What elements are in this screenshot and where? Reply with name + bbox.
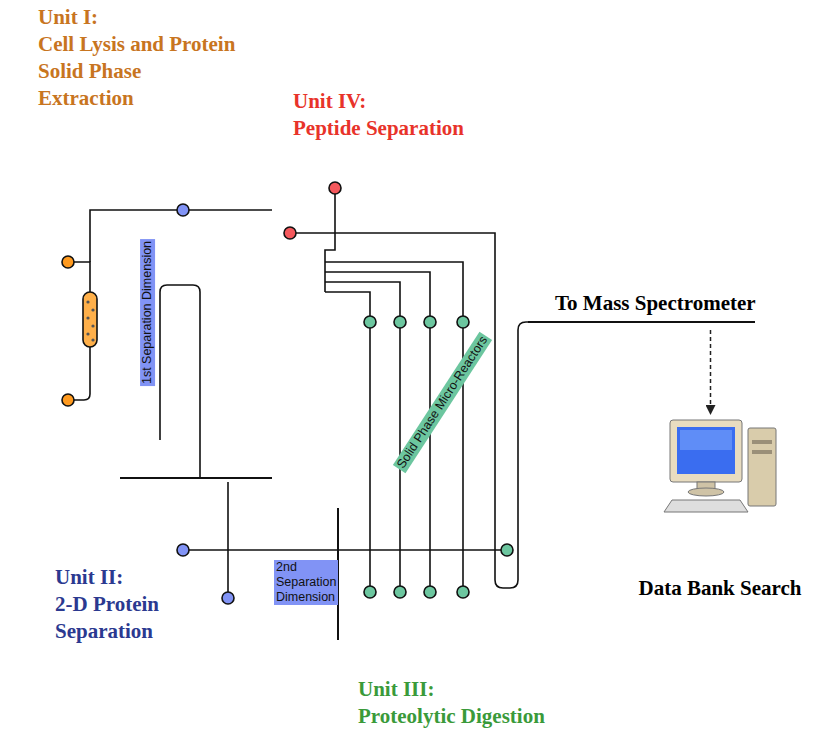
channel xyxy=(325,262,463,316)
port xyxy=(501,544,513,556)
output-connector xyxy=(528,322,755,414)
unit-region: Unit IV:Peptide Separation xyxy=(280,150,528,255)
port xyxy=(177,204,189,216)
channel xyxy=(120,477,272,479)
unit-title: Data Bank Search xyxy=(625,575,815,602)
region-fill xyxy=(352,255,528,648)
unit-title: Unit IV: xyxy=(293,88,493,115)
rotated-label: Solid Phase Micro-Reactors xyxy=(392,331,491,472)
edge-label: To Mass Spectrometer xyxy=(553,291,758,316)
outlet-channel xyxy=(296,233,528,588)
unit-title: Unit II: xyxy=(55,564,205,591)
node-text: Proteolytic Digestion xyxy=(358,703,598,730)
port xyxy=(177,544,189,556)
port xyxy=(62,394,74,406)
unit-title: Unit III: xyxy=(358,676,558,703)
port xyxy=(62,256,74,268)
unit-region: Unit III:Proteolytic DigestionSolid Phas… xyxy=(352,255,528,648)
node-text: Peptide Separation xyxy=(293,115,523,142)
channel xyxy=(90,210,177,262)
rotated-label: 1st Separation Dimension xyxy=(141,238,156,385)
channel xyxy=(325,292,370,316)
port xyxy=(284,227,296,239)
region-fill xyxy=(38,153,132,481)
channel xyxy=(227,482,229,592)
channel xyxy=(189,209,272,211)
unit-region: Unit I:Cell Lysis and Protein Solid Phas… xyxy=(38,153,132,481)
extraction-chamber xyxy=(83,292,97,347)
node-text: 2-D Protein Separation xyxy=(55,591,187,645)
unit-region: Unit II:2-D Protein Separation1st Separa… xyxy=(138,150,352,648)
micro-reactor xyxy=(370,328,463,586)
channel xyxy=(74,347,90,400)
port xyxy=(222,592,234,604)
computer-node: Data Bank Search xyxy=(625,415,815,605)
channel xyxy=(74,262,90,292)
first-dimension-channel xyxy=(160,285,200,478)
node-text: 2nd Separation Dimension xyxy=(274,560,338,605)
channel xyxy=(325,194,335,292)
unit-title: Unit I: xyxy=(38,4,258,31)
node-text: Cell Lysis and Protein Solid Phase Extra… xyxy=(38,31,238,112)
port xyxy=(329,182,341,194)
channel xyxy=(325,272,430,316)
second-dimension-channel xyxy=(189,549,501,551)
channel xyxy=(325,282,400,316)
computer-icon xyxy=(664,420,776,512)
region-fill xyxy=(280,150,528,255)
